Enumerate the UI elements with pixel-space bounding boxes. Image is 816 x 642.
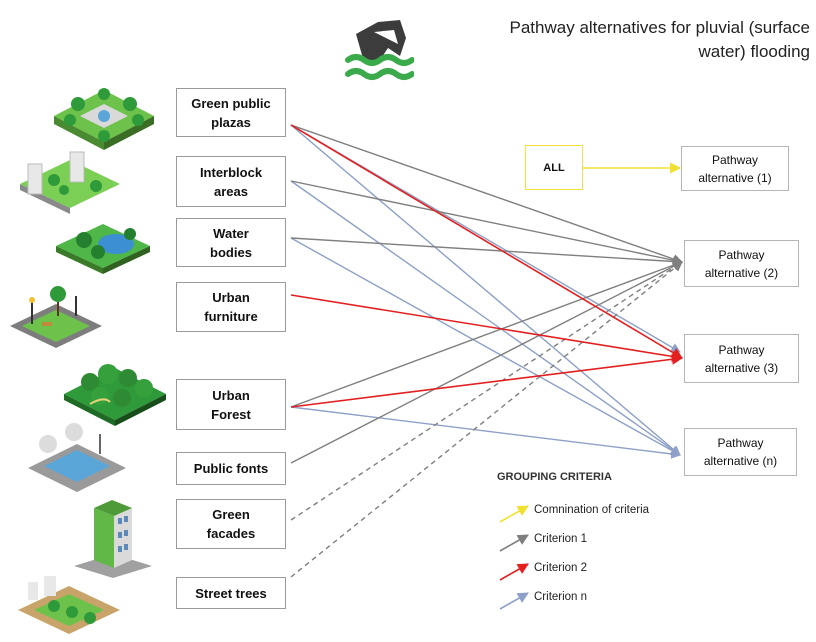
urban-forest-illustration — [64, 364, 166, 426]
line-facades-to-p2 — [290, 261, 683, 521]
label-pathway-2: Pathway alternative (2) — [704, 247, 779, 280]
line-plazas-to-p2 — [290, 124, 683, 264]
label-urban-furniture: Urban furniture — [204, 290, 258, 324]
label-green-public-plazas: Green public plazas — [191, 95, 271, 130]
label-urban-forest: Urban Forest — [211, 387, 251, 422]
line-forest-to-p2 — [290, 260, 683, 408]
label-pathway-n: Pathway alternative (n) — [703, 436, 778, 468]
legend-title: GROUPING CRITERIA — [497, 471, 612, 483]
water-body-illustration — [56, 224, 150, 274]
label-all: ALL — [543, 161, 565, 174]
legend-arrow-combination — [499, 505, 529, 523]
box-public-fonts: Public fonts — [176, 452, 286, 485]
title-line-2: water) flooding — [698, 42, 810, 61]
public-fonts-illustration — [28, 423, 126, 492]
urban-furniture-illustration — [10, 286, 102, 348]
flood-icon — [345, 20, 414, 80]
label-green-facades: Green facades — [206, 507, 256, 541]
line-interblock-to-p2 — [290, 180, 683, 266]
box-green-facades: Green facades — [176, 499, 286, 549]
legend-arrow-criterionn — [499, 592, 529, 610]
legend-arrow-criterion1 — [499, 534, 529, 552]
legend-arrow-criterion2 — [499, 563, 529, 581]
title-line-1: Pathway alternatives for pluvial (surfac… — [509, 18, 810, 37]
box-interblock-areas: Interblock areas — [176, 156, 286, 207]
legend-label-combination: Comnination of criteria — [534, 504, 650, 516]
green-plaza-illustration — [54, 88, 154, 150]
green-facade-illustration — [74, 500, 152, 578]
label-interblock-areas: Interblock areas — [199, 164, 263, 199]
box-water-bodies: Water bodies — [176, 218, 286, 267]
legend-label-criterion2: Criterion 2 — [534, 562, 588, 574]
line-forest-to-pn-blue — [290, 406, 681, 459]
line-trees-to-p2 — [290, 261, 683, 578]
street-trees-illustration — [18, 576, 120, 634]
box-street-trees: Street trees — [176, 577, 286, 609]
line-furniture-to-p3 — [290, 294, 684, 362]
box-urban-furniture: Urban furniture — [176, 282, 286, 332]
label-pathway-3: Pathway alternative (3) — [704, 342, 779, 375]
box-urban-forest: Urban Forest — [176, 379, 286, 430]
diagram-title: Pathway alternatives for pluvial (surfac… — [510, 16, 810, 64]
label-water-bodies: Water bodies — [210, 225, 252, 260]
line-fonts-to-p2 — [290, 261, 683, 464]
box-pathway-1: Pathway alternative (1) — [681, 146, 789, 191]
interblock-illustration — [20, 151, 120, 214]
line-plazas-to-p3 — [290, 124, 683, 359]
label-pathway-1: Pathway alternative (1) — [698, 152, 772, 185]
box-green-public-plazas: Green public plazas — [176, 88, 286, 137]
line-interblock-to-pn-blue — [290, 180, 681, 456]
legend-label-criterionn: Criterion n — [534, 591, 588, 603]
line-plazas-to-pn-blue — [290, 124, 681, 456]
legend-label-criterion1: Criterion 1 — [534, 533, 588, 545]
line-water-to-pn-blue — [290, 237, 681, 456]
line-forest-to-p3 — [290, 353, 684, 408]
label-public-fonts: Public fonts — [193, 461, 269, 476]
label-street-trees: Street trees — [195, 585, 267, 601]
box-pathway-2: Pathway alternative (2) — [684, 240, 799, 287]
box-pathway-3: Pathway alternative (3) — [684, 334, 799, 383]
box-pathway-n: Pathway alternative (n) — [684, 428, 797, 476]
box-all: ALL — [525, 145, 583, 190]
line-water-to-p2 — [290, 237, 683, 267]
